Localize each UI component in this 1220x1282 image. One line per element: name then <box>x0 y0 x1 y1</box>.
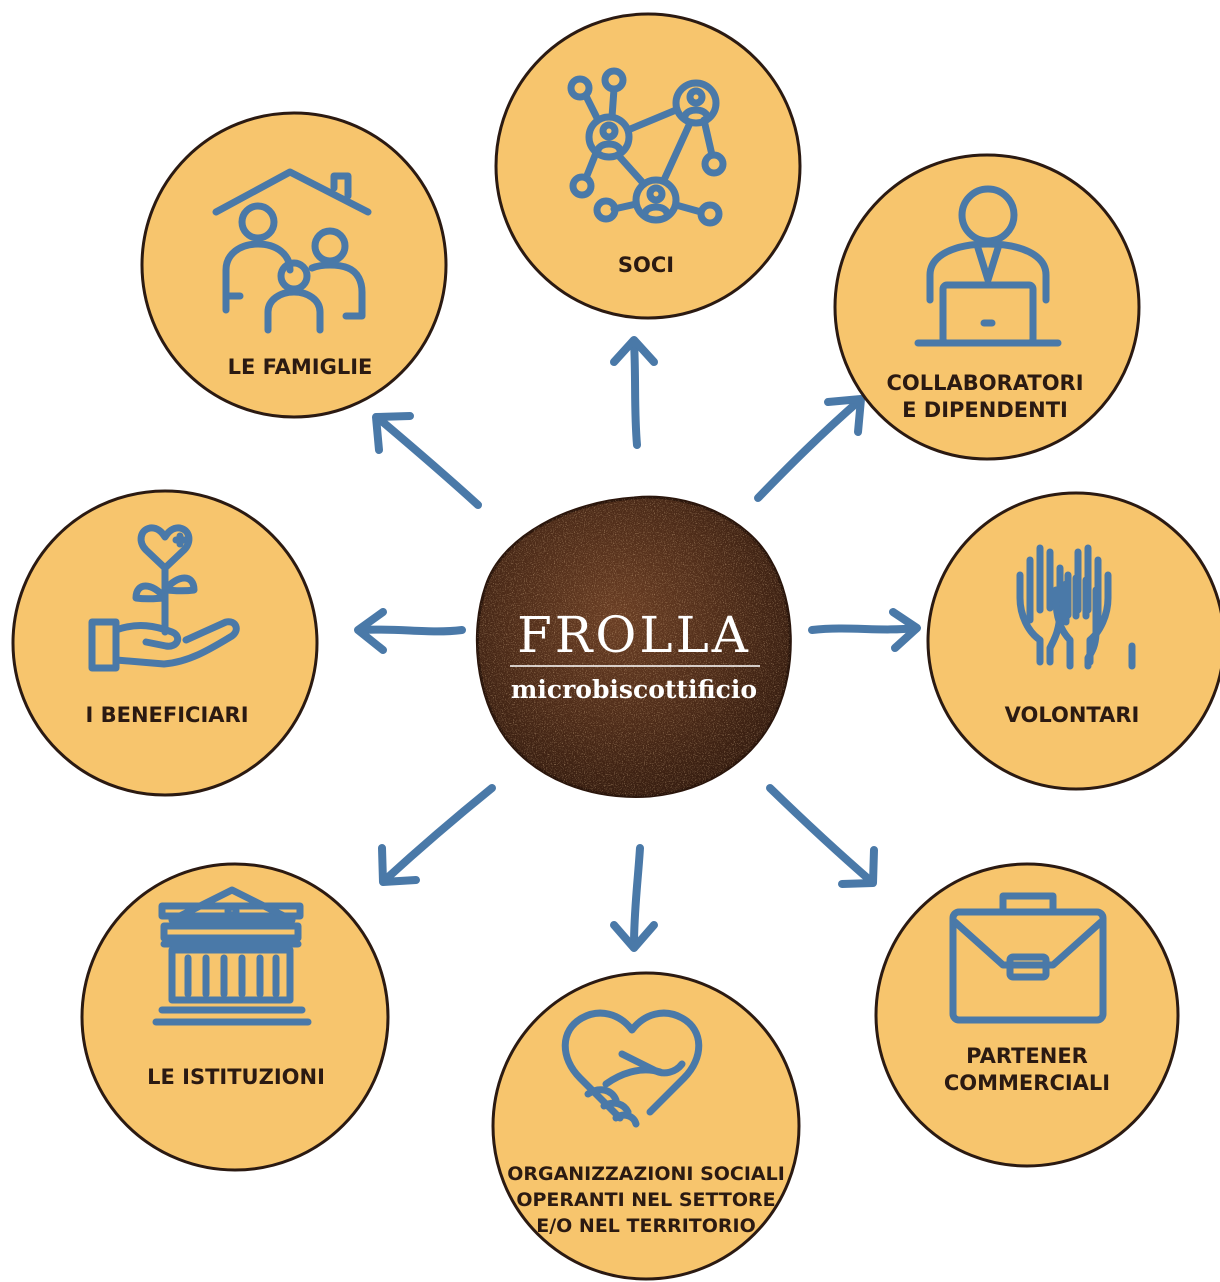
node-partner-label-1: PARTENER <box>966 1044 1088 1068</box>
arrow-to-partner <box>766 784 878 888</box>
node-organizzazioni-label-3: E/O NEL TERRITORIO <box>536 1215 756 1237</box>
node-collaboratori-circle <box>833 153 1141 461</box>
node-collaboratori: COLLABORATORI E DIPENDENTI <box>833 153 1141 461</box>
node-organizzazioni-label-2: OPERANTI NEL SETTORE <box>516 1189 775 1211</box>
node-famiglie: LE FAMIGLIE <box>140 111 448 419</box>
arrow-to-famiglie <box>372 412 482 509</box>
arrow-to-beneficiari <box>354 608 466 654</box>
arrow-to-collaboratori <box>754 395 865 502</box>
node-famiglie-label: LE FAMIGLIE <box>228 355 373 379</box>
node-collaboratori-label-1: COLLABORATORI <box>886 371 1083 395</box>
node-volontari-circle <box>926 491 1220 791</box>
network-people-icon <box>567 67 727 227</box>
heart-handshake-icon <box>561 1009 703 1128</box>
arrow-to-organizzazioni <box>610 844 658 952</box>
hand-plant-heart-icon <box>88 524 240 672</box>
node-organizzazioni-circle <box>491 971 801 1281</box>
brand-subtitle: microbiscottificio <box>511 675 757 704</box>
node-istituzioni: LE ISTITUZIONI <box>80 862 390 1172</box>
node-partner: PARTENER COMMERCIALI <box>874 862 1180 1168</box>
center-logo: FROLLA microbiscottificio <box>475 495 792 798</box>
brand-title: FROLLA <box>517 606 751 664</box>
node-collaboratori-label-2: E DIPENDENTI <box>902 398 1068 422</box>
raised-hands-icon <box>1016 544 1136 670</box>
node-partner-label-2: COMMERCIALI <box>944 1071 1110 1095</box>
node-organizzazioni-label-1: ORGANIZZAZIONI SOCIALI <box>507 1163 785 1185</box>
node-volontari-label: VOLONTARI <box>1005 703 1140 727</box>
node-organizzazioni: ORGANIZZAZIONI SOCIALI OPERANTI NEL SETT… <box>491 971 801 1281</box>
node-soci-label: SOCI <box>618 253 674 277</box>
node-beneficiari-label: I BENEFICIARI <box>85 703 248 727</box>
node-istituzioni-circle <box>80 862 390 1172</box>
node-volontari: VOLONTARI <box>926 491 1220 791</box>
family-house-icon <box>212 168 372 334</box>
briefcase-icon <box>949 892 1107 1024</box>
person-laptop-icon <box>914 185 1062 347</box>
arrow-to-soci <box>610 336 658 449</box>
node-beneficiari: I BENEFICIARI <box>11 489 319 797</box>
node-istituzioni-label: LE ISTITUZIONI <box>147 1065 325 1089</box>
node-soci: SOCI <box>494 12 802 320</box>
arrow-to-istituzioni <box>378 784 496 886</box>
cookie-texture <box>477 497 791 797</box>
institution-building-icon <box>152 886 312 1026</box>
arrow-to-volontari <box>808 608 921 652</box>
